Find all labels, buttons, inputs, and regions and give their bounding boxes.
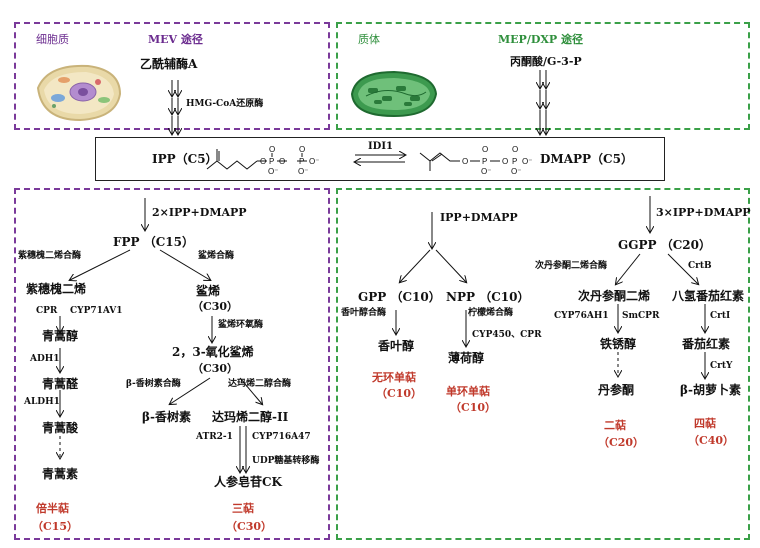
triterpene-class-label: 三萜 [232, 502, 254, 515]
aldh1-label: ALDH1 [24, 397, 60, 407]
smcpr-label: SmCPR [622, 311, 660, 321]
beta-amyrin-synthase-label: β-香树素合酶 [126, 379, 181, 389]
squalene-label: 鲨烯 [196, 284, 221, 298]
svg-text:O⁻: O⁻ [481, 167, 491, 176]
tetraterpene-class-label: 四萜 [694, 417, 716, 430]
cyp450-cpr-label: CYP450、CPR [472, 330, 542, 340]
miltiradiene-label: 次丹参酮二烯 [578, 289, 651, 303]
acyclic-mono-class-label: 无环单萜 [372, 371, 416, 384]
sesquiterpene-carbon-label: （C15） [32, 520, 79, 533]
svg-text:O⁻: O⁻ [298, 167, 308, 176]
svg-text:O⁻: O⁻ [511, 167, 521, 176]
svg-text:P: P [269, 157, 274, 166]
svg-text:O: O [512, 145, 518, 154]
ugt-label: UDP糖基转移酶 [252, 456, 320, 466]
svg-text:O: O [269, 145, 275, 154]
gpp-label: GPP （C10） [358, 290, 441, 304]
crti-label: CrtI [710, 311, 731, 321]
diterpene-carbon-label: （C20） [598, 436, 645, 449]
artemisinin-label: 青蒿素 [42, 467, 79, 481]
pyruvate-g3p-label: 丙酮酸/G-3-P [510, 55, 582, 68]
oxidosqualene-carbon-label: （C30） [192, 362, 239, 375]
svg-text:O⁻: O⁻ [522, 157, 532, 166]
tetraterpene-carbon-label: （C40） [688, 434, 735, 447]
animal-cell-illustration [36, 64, 122, 122]
monocyclic-mono-carbon-label: （C10） [450, 401, 497, 414]
artemisinic-aldehyde-label: 青蒿醛 [42, 377, 79, 391]
svg-text:P: P [482, 157, 487, 166]
dammarenediol-label: 达玛烯二醇-II [212, 410, 289, 424]
dammarenediol-synthase-label: 达玛烯二醇合酶 [228, 379, 292, 389]
idi1-label: IDI1 [368, 141, 393, 152]
svg-text:O⁻: O⁻ [309, 157, 319, 166]
mep-pathway-label: MEP/DXP 途径 [498, 33, 584, 46]
svg-text:P: P [299, 157, 304, 166]
adh1-label: ADH1 [30, 354, 60, 364]
ggpp-label: GGPP （C20） [618, 238, 711, 252]
cyp71av1-label: CYP71AV1 [70, 306, 123, 316]
cytoplasm-products-box [14, 188, 330, 540]
menthol-label: 薄荷醇 [448, 351, 485, 365]
svg-text:O⁻: O⁻ [268, 167, 278, 176]
amorphadiene-label: 紫穗槐二烯 [26, 282, 87, 296]
plastid-label: 质体 [358, 33, 380, 46]
ginsenoside-ck-label: 人参皂苷CK [214, 475, 282, 489]
atr2-label: ATR2-1 [196, 432, 233, 442]
tanshinone-label: 丹参酮 [598, 383, 635, 397]
svg-text:O: O [260, 157, 266, 166]
squalene-carbon-label: （C30） [192, 300, 239, 313]
cpr-label: CPR [36, 306, 58, 316]
svg-text:P: P [512, 157, 517, 166]
dmapp-label: DMAPP（C5） [540, 152, 633, 166]
miltiradiene-synthase-label: 次丹参酮二烯合酶 [535, 261, 608, 271]
svg-text:O: O [279, 157, 285, 166]
isomerization-box [95, 137, 665, 181]
crtb-label: CrtB [688, 261, 712, 271]
fpp-label: FPP （C15） [113, 235, 194, 249]
npp-label: NPP （C10） [446, 290, 530, 304]
triterpene-carbon-label: （C30） [226, 520, 273, 533]
svg-text:O: O [502, 157, 508, 166]
di-step-label: 3×IPP+DMAPP [656, 206, 751, 219]
geraniol-synthase-label: 香叶醇合酶 [341, 308, 387, 318]
artemisinic-acid-label: 青蒿酸 [42, 421, 79, 435]
acetyl-coa-label: 乙酰辅酶A [140, 57, 198, 71]
hmg-coa-reductase-label: HMG-CoA还原酶 [186, 99, 264, 109]
chloroplast-illustration [350, 70, 438, 118]
squalene-synthase-label: 鲨烯合酶 [198, 251, 235, 261]
phytoene-label: 八氢番茄红素 [672, 289, 745, 303]
lycopene-label: 番茄红素 [682, 337, 731, 351]
diterpene-class-label: 二萜 [604, 419, 626, 432]
amorphadiene-synthase-label: 紫穗槐二烯合酶 [18, 251, 82, 261]
ferruginol-label: 铁锈醇 [600, 337, 637, 351]
ipp-label: IPP（C5） [152, 152, 218, 166]
cyp716a47-label: CYP716A47 [252, 432, 311, 442]
acyclic-mono-carbon-label: （C10） [376, 387, 423, 400]
svg-text:O: O [482, 145, 488, 154]
limonene-synthase-label: 柠檬烯合酶 [468, 308, 514, 318]
beta-carotene-label: β-胡萝卜素 [680, 383, 741, 397]
mev-pathway-label: MEV 途径 [148, 33, 203, 46]
sesquiterpene-class-label: 倍半萜 [36, 502, 69, 515]
squalene-epoxidase-label: 鲨烯环氧酶 [218, 320, 264, 330]
beta-amyrin-label: β-香树素 [142, 410, 191, 424]
plastid-products-box [336, 188, 750, 540]
svg-text:O: O [299, 145, 305, 154]
cyp76ah1-label: CYP76AH1 [554, 311, 609, 321]
left-step-label: 2×IPP+DMAPP [152, 206, 247, 219]
mono-step-label: IPP+DMAPP [440, 211, 518, 224]
oxidosqualene-label: 2，3-氧化鲨烯 [172, 345, 254, 359]
geraniol-label: 香叶醇 [378, 339, 415, 353]
cytoplasm-label: 细胞质 [36, 33, 69, 46]
monocyclic-mono-class-label: 单环单萜 [446, 385, 490, 398]
artemisinic-alcohol-label: 青蒿醇 [42, 329, 79, 343]
crty-label: CrtY [710, 361, 733, 371]
svg-text:O: O [462, 157, 468, 166]
